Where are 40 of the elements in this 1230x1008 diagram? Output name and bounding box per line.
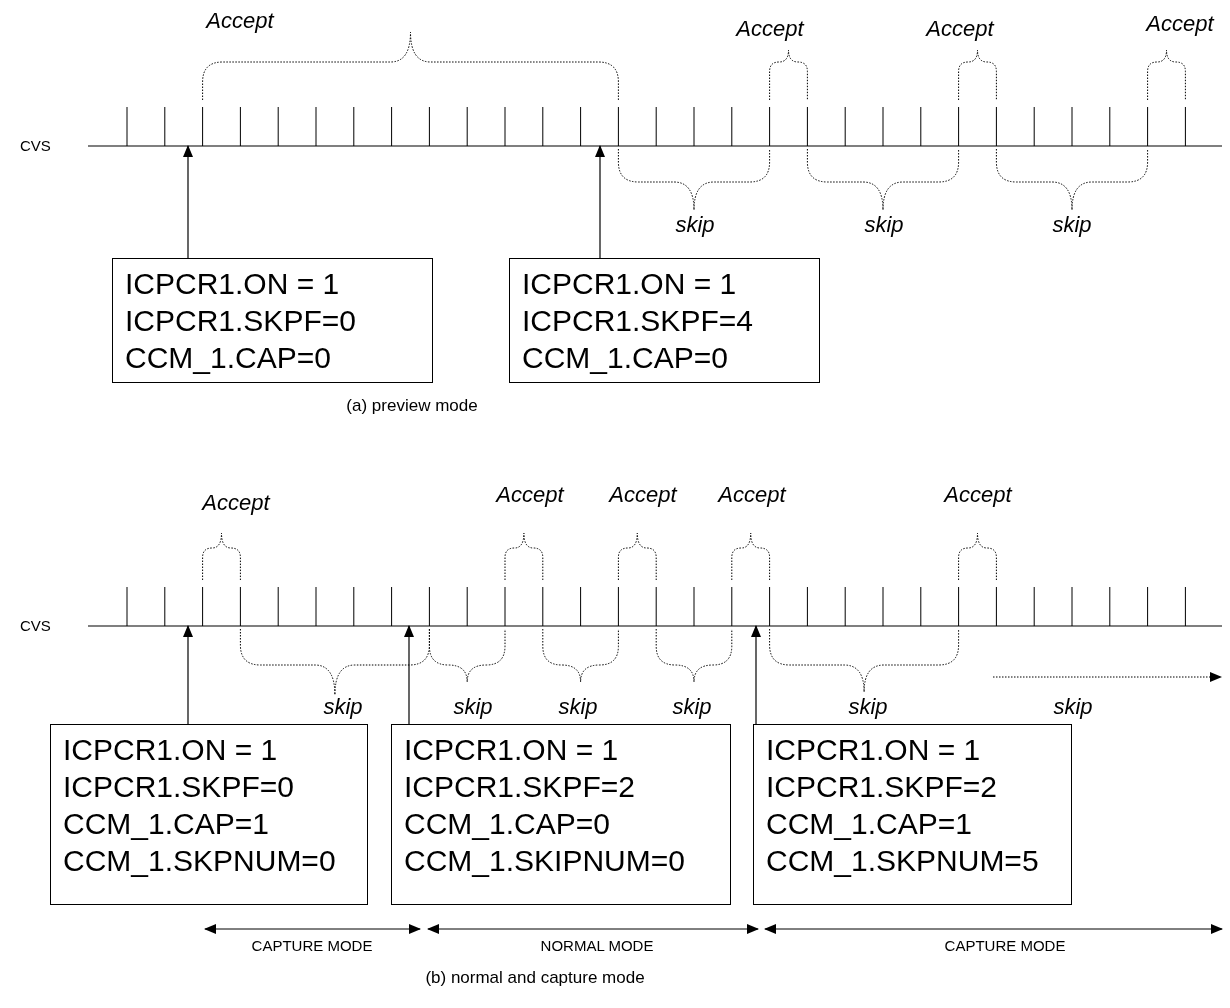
arrow xyxy=(404,625,414,725)
accept-label: Accept xyxy=(1146,11,1214,37)
figure-caption: (b) normal and capture mode xyxy=(425,968,645,988)
register-settings-box xyxy=(391,724,731,905)
accept-label: Accept xyxy=(202,490,270,516)
skip-label: skip xyxy=(672,694,712,720)
register-settings-text: ICPCR1.ON = 1 ICPCR1.SKPF=2 CCM_1.CAP=1 CCM_1.SKPNUM=5 xyxy=(766,732,1040,879)
mode-label: CAPTURE MODE xyxy=(944,937,1066,954)
register-settings-box xyxy=(509,258,820,383)
accept-label: Accept xyxy=(718,482,786,508)
skip-label: skip xyxy=(453,694,493,720)
accept-label: Accept xyxy=(944,482,1012,508)
arrow xyxy=(183,625,193,725)
register-settings-text: ICPCR1.ON = 1 ICPCR1.SKPF=0 CCM_1.CAP=1 CCM_1.SKPNUM=0 xyxy=(63,732,337,879)
skip-label: skip xyxy=(675,212,715,238)
signal-name: CVS xyxy=(20,137,51,155)
mode-label: CAPTURE MODE xyxy=(251,937,373,954)
skip-label: skip xyxy=(864,212,904,238)
accept-label: Accept xyxy=(736,16,804,42)
register-settings-box xyxy=(50,724,368,905)
arrow xyxy=(183,145,193,259)
mode-label: NORMAL MODE xyxy=(540,937,654,954)
accept-label: Accept xyxy=(496,482,564,508)
accept-label: Accept xyxy=(609,482,677,508)
register-settings-box xyxy=(112,258,433,383)
skip-label: skip xyxy=(1052,212,1092,238)
signal-name: CVS xyxy=(20,617,51,635)
register-settings-text: ICPCR1.ON = 1 ICPCR1.SKPF=4 CCM_1.CAP=0 xyxy=(522,266,754,376)
skip-label: skip xyxy=(848,694,888,720)
register-settings-text: ICPCR1.ON = 1 ICPCR1.SKPF=2 CCM_1.CAP=0 CCM_1.SKIPNUM=0 xyxy=(404,732,686,879)
skip-label: skip xyxy=(323,694,363,720)
skip-label: skip xyxy=(1053,694,1093,720)
register-settings-box xyxy=(753,724,1072,905)
figure-caption: (a) preview mode xyxy=(346,396,478,416)
register-settings-text: ICPCR1.ON = 1 ICPCR1.SKPF=0 CCM_1.CAP=0 xyxy=(125,266,357,376)
accept-label: Accept xyxy=(206,8,274,34)
accept-label: Accept xyxy=(926,16,994,42)
arrow xyxy=(595,145,605,259)
skip-label: skip xyxy=(558,694,598,720)
arrow xyxy=(751,625,761,725)
